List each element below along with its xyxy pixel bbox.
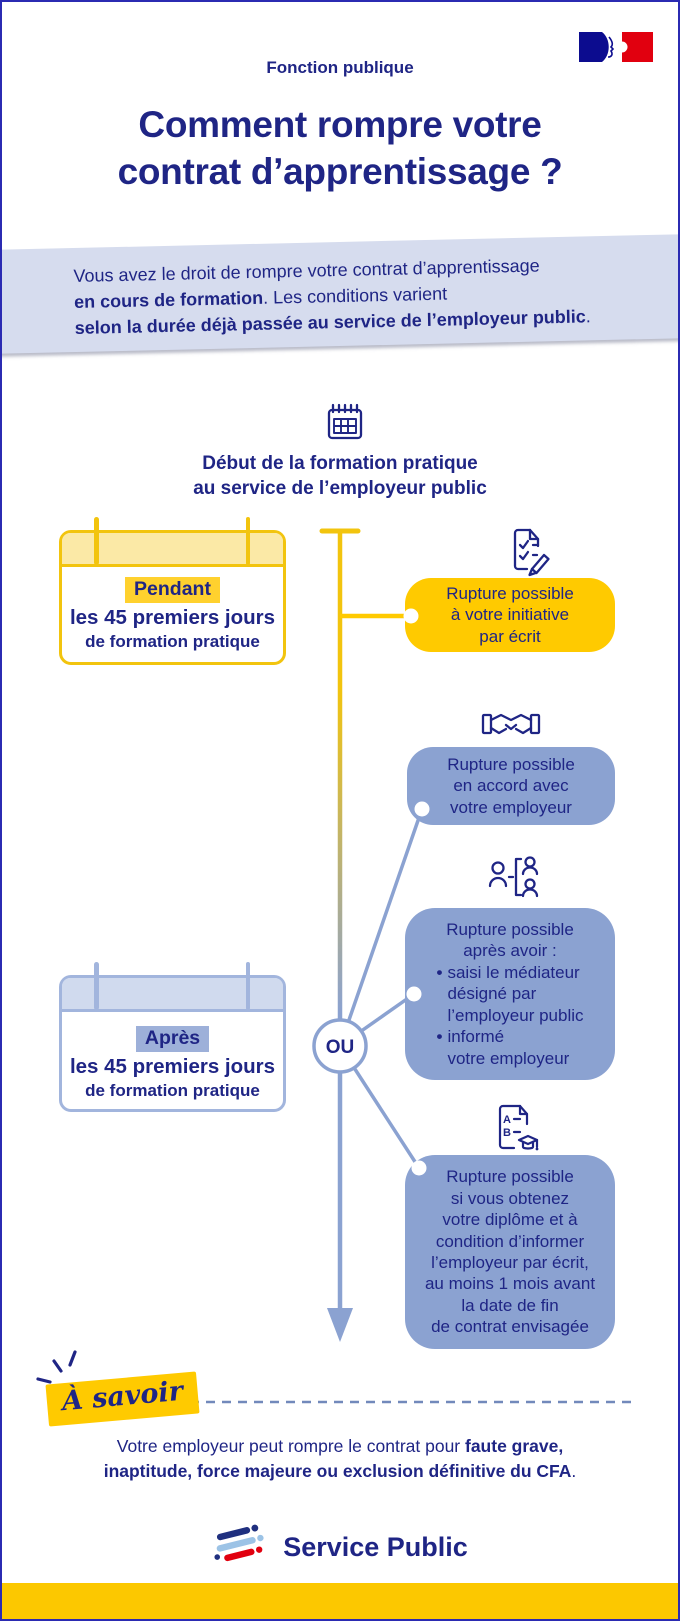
period-after-card: Après les 45 premiers jours de formation… [59, 962, 286, 1112]
bubble-initiative: Rupture possible à votre initiative par … [405, 578, 615, 652]
intro-band: Vous avez le droit de rompre votre contr… [2, 234, 678, 354]
intro-bold-1: en cours de formation [73, 287, 264, 313]
handshake-icon [481, 713, 541, 735]
period-after-highlight: Après [135, 1026, 210, 1052]
connector-mediator [338, 992, 416, 1048]
brand-name: Service Public [283, 1531, 468, 1562]
footer-brand-row: Service Public [2, 1520, 678, 1574]
page-title: Comment rompre votre contrat d’apprentis… [117, 104, 563, 192]
calendar-icon [327, 403, 363, 440]
bubble-mediator: Rupture possible après avoir : saisi le … [405, 908, 615, 1080]
bubble-mediator-item-text: saisi le médiateur désigné par l’employe… [447, 962, 584, 1025]
or-connector-circle [312, 1018, 368, 1074]
period-after-small: de formation pratique [85, 1080, 260, 1100]
bottom-yellow-band [2, 1583, 678, 1619]
timeline-start-label: Début de la formation pratique au servic… [193, 453, 487, 499]
french-government-flag-logo [579, 32, 653, 62]
intro-text: Vous avez le droit de rompre votre contr… [2, 234, 678, 343]
mediator-people-icon [488, 856, 539, 898]
period-during-bold: les 45 premiers jours [69, 606, 276, 629]
svg-text:B: B [503, 1127, 511, 1139]
or-connector-label: OU [326, 1037, 355, 1058]
bubble-mediator-head: Rupture possible après avoir : [446, 920, 574, 961]
period-after-bold: les 45 premiers jours [69, 1055, 276, 1078]
svg-text:A: A [503, 1114, 511, 1126]
calendar-pin [245, 517, 250, 565]
diploma-grades-icon: A B [498, 1104, 539, 1151]
bubble-mediator-item: informé votre employeur [436, 1026, 583, 1069]
calendar-pin [94, 517, 99, 565]
service-public-logo [214, 1524, 264, 1562]
category-label: Fonction publique [266, 58, 414, 77]
intro-line-1: Vous avez le droit de rompre votre contr… [73, 255, 540, 287]
sparks-icon [36, 1350, 77, 1384]
bubble-mediator-item: saisi le médiateur désigné par l’employe… [436, 962, 583, 1026]
bubble-agreement: Rupture possible en accord avec votre em… [407, 747, 615, 825]
calendar-pin [94, 962, 99, 1010]
bubble-mediator-item-text: informé votre employeur [447, 1027, 570, 1068]
intro-line-2: . Les conditions varient [262, 283, 448, 308]
arrow-down-icon [327, 1308, 353, 1342]
period-during-highlight: Pendant [125, 577, 220, 603]
period-during-small: de formation pratique [85, 631, 260, 651]
document-check-pencil-icon [513, 528, 550, 577]
bubble-diploma: Rupture possible si vous obtenez votre d… [405, 1155, 615, 1349]
intro-line-3: . [585, 306, 592, 327]
connector-diploma [338, 1045, 421, 1169]
calendar-pin [245, 962, 250, 1010]
note-bold-2: inaptitude, force majeure ou exclusion d… [103, 1460, 572, 1481]
intro-bold-2: selon la durée déjà passée au service de… [74, 306, 587, 339]
note-text: Votre employeur peut rompre le contrat p… [22, 1434, 658, 1484]
note-bold-1: faute grave, [465, 1436, 564, 1456]
note-normal-1: Votre employeur peut rompre le contrat p… [116, 1436, 465, 1456]
period-during-card: Pendant les 45 premiers jours de formati… [59, 517, 286, 665]
note-normal-2: . [571, 1460, 577, 1481]
